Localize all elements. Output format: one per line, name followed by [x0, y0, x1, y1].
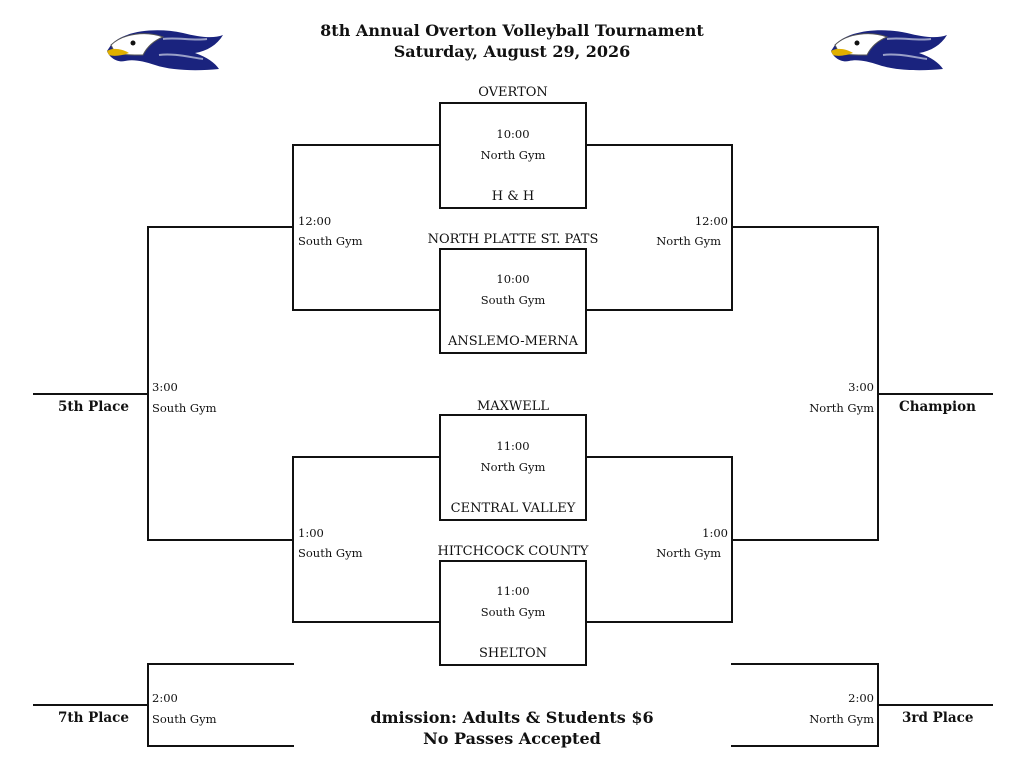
eagle-head-icon [107, 30, 223, 71]
page-date: Saturday, August 29, 2026 [393, 42, 631, 61]
admission-text: dmission: Adults & Students $6 [370, 708, 654, 727]
bracket-line [292, 144, 441, 146]
bracket-line [731, 539, 879, 541]
bracket-line [585, 414, 587, 521]
bracket-line [33, 704, 149, 706]
bracket-line [731, 663, 879, 665]
bracket-line [147, 539, 294, 541]
game-gym: South Gym [480, 605, 546, 619]
team-name: HITCHCOCK COUNTY [437, 544, 589, 559]
bracket-line [33, 393, 149, 395]
bracket-line [877, 226, 879, 541]
place-label: 7th Place [58, 710, 129, 726]
team-name: OVERTON [478, 85, 548, 100]
game-gym: North Gym [480, 148, 546, 162]
game-gym: North Gym [809, 712, 874, 726]
bracket-line [585, 560, 587, 666]
game-time: 12:00 [694, 214, 728, 228]
bracket-line [877, 393, 993, 395]
game-time: 11:00 [496, 584, 530, 598]
bracket-line [731, 226, 879, 228]
game-time: 2:00 [152, 691, 178, 705]
game-time: 1:00 [702, 526, 728, 540]
bracket-line [731, 745, 879, 747]
place-label: 5th Place [58, 399, 129, 415]
game-gym: South Gym [152, 401, 217, 415]
bracket-line [292, 456, 441, 458]
bracket-line [439, 414, 441, 521]
game-time: 10:00 [496, 272, 530, 286]
game-time: 11:00 [496, 439, 530, 453]
game-gym: North Gym [809, 401, 874, 415]
game-gym: North Gym [480, 460, 546, 474]
bracket-line [439, 664, 587, 666]
game-time: 3:00 [152, 380, 178, 394]
team-name: SHELTON [478, 646, 547, 661]
bracket-line [585, 248, 587, 354]
game-time: 12:00 [298, 214, 332, 228]
game-gym: North Gym [656, 546, 721, 560]
bracket-line [147, 226, 149, 541]
bracket-line [147, 663, 294, 665]
bracket-line [877, 704, 993, 706]
bracket-line [439, 207, 587, 209]
game-gym: South Gym [298, 234, 363, 248]
game-gym: North Gym [656, 234, 721, 248]
team-name: MAXWELL [476, 399, 550, 414]
bracket-line [439, 102, 441, 209]
bracket-line [439, 248, 587, 250]
game-time: 10:00 [496, 127, 530, 141]
bracket-line [585, 456, 733, 458]
bracket-line [292, 309, 441, 311]
bracket-line [439, 519, 587, 521]
place-label: Champion [899, 399, 976, 415]
bracket-line [439, 560, 587, 562]
page-title: 8th Annual Overton Volleyball Tournament [320, 21, 704, 40]
team-name: CENTRAL VALLEY [450, 501, 576, 516]
game-time: 2:00 [848, 691, 874, 705]
team-name: NORTH PLATTE ST. PATS [427, 232, 599, 247]
bracket-line [439, 560, 441, 666]
passes-text: No Passes Accepted [423, 729, 601, 748]
team-name: H & H [491, 189, 535, 204]
bracket-line [292, 621, 441, 623]
game-gym: South Gym [298, 546, 363, 560]
game-gym: South Gym [152, 712, 217, 726]
place-label: 3rd Place [902, 710, 974, 726]
bracket-line [439, 352, 587, 354]
bracket-line [147, 745, 294, 747]
bracket-line [439, 248, 441, 354]
bracket-line [585, 102, 587, 209]
bracket-line [147, 226, 294, 228]
game-time: 1:00 [298, 526, 324, 540]
team-name: ANSLEMO-MERNA [448, 334, 578, 349]
bracket-line [585, 144, 733, 146]
eagle-head-icon [831, 30, 947, 71]
bracket-line [439, 102, 587, 104]
bracket-line [585, 309, 733, 311]
game-time: 3:00 [848, 380, 874, 394]
bracket-line [439, 414, 587, 416]
bracket-line [585, 621, 733, 623]
game-gym: South Gym [480, 293, 546, 307]
